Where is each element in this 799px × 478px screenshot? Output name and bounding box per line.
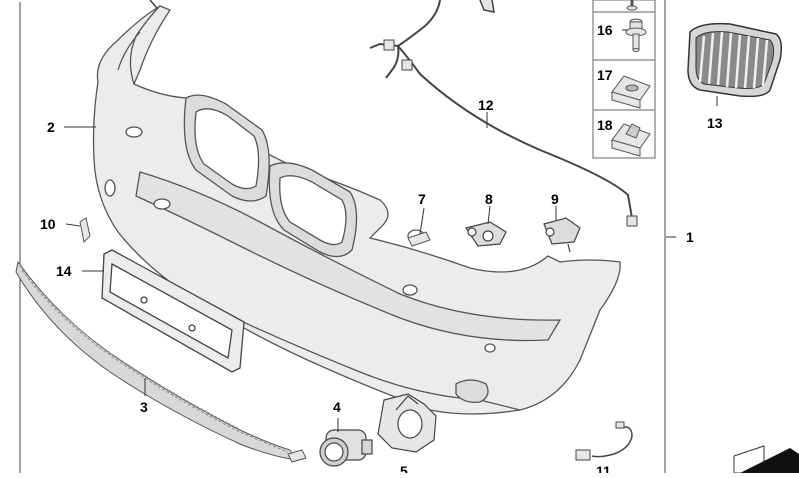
assembly-bracket bbox=[19, 0, 666, 473]
label-part-12: 12 bbox=[478, 97, 494, 113]
label-part-16: 16 bbox=[597, 22, 613, 38]
label-part-14: 14 bbox=[56, 263, 72, 279]
label-part-4: 4 bbox=[333, 399, 341, 415]
label-part-10: 10 bbox=[40, 216, 56, 232]
leader-10 bbox=[65, 223, 81, 227]
clip-nut-part-17 bbox=[611, 75, 651, 109]
cover-part-10 bbox=[79, 217, 91, 244]
leader-lines bbox=[64, 29, 718, 432]
sensor-part-9 bbox=[543, 217, 581, 253]
cap-part-6 bbox=[287, 449, 307, 463]
label-part-1: 1 bbox=[686, 229, 694, 245]
label-part-18: 18 bbox=[597, 117, 613, 133]
wire-part-11 bbox=[575, 421, 633, 461]
bolt-part-16 bbox=[625, 18, 647, 52]
license-plate-base-part-14 bbox=[101, 249, 245, 373]
sensor-holder-part-8 bbox=[465, 221, 507, 247]
leader-8 bbox=[487, 205, 491, 225]
label-part-11: 11 bbox=[596, 463, 611, 473]
bumper-trim-panel-part-2 bbox=[92, 5, 621, 415]
label-part-7: 7 bbox=[418, 191, 426, 207]
label-part-5: 5 bbox=[400, 463, 408, 473]
label-part-8: 8 bbox=[485, 191, 493, 207]
label-part-3: 3 bbox=[140, 399, 148, 415]
screw-part-15 bbox=[626, 0, 638, 11]
label-part-13: 13 bbox=[707, 115, 723, 131]
fog-light-part-4 bbox=[319, 429, 373, 467]
label-part-2: 2 bbox=[47, 119, 55, 135]
label-part-9: 9 bbox=[551, 191, 559, 207]
kidney-grille-part-13 bbox=[687, 22, 783, 98]
fog-light-holder-part-5 bbox=[377, 393, 437, 453]
leader-7 bbox=[419, 207, 425, 235]
wiring-harness-part-12 bbox=[149, 0, 638, 227]
clip-nut-part-18 bbox=[611, 123, 651, 157]
catalog-logo bbox=[733, 445, 799, 474]
label-part-17: 17 bbox=[597, 67, 613, 83]
